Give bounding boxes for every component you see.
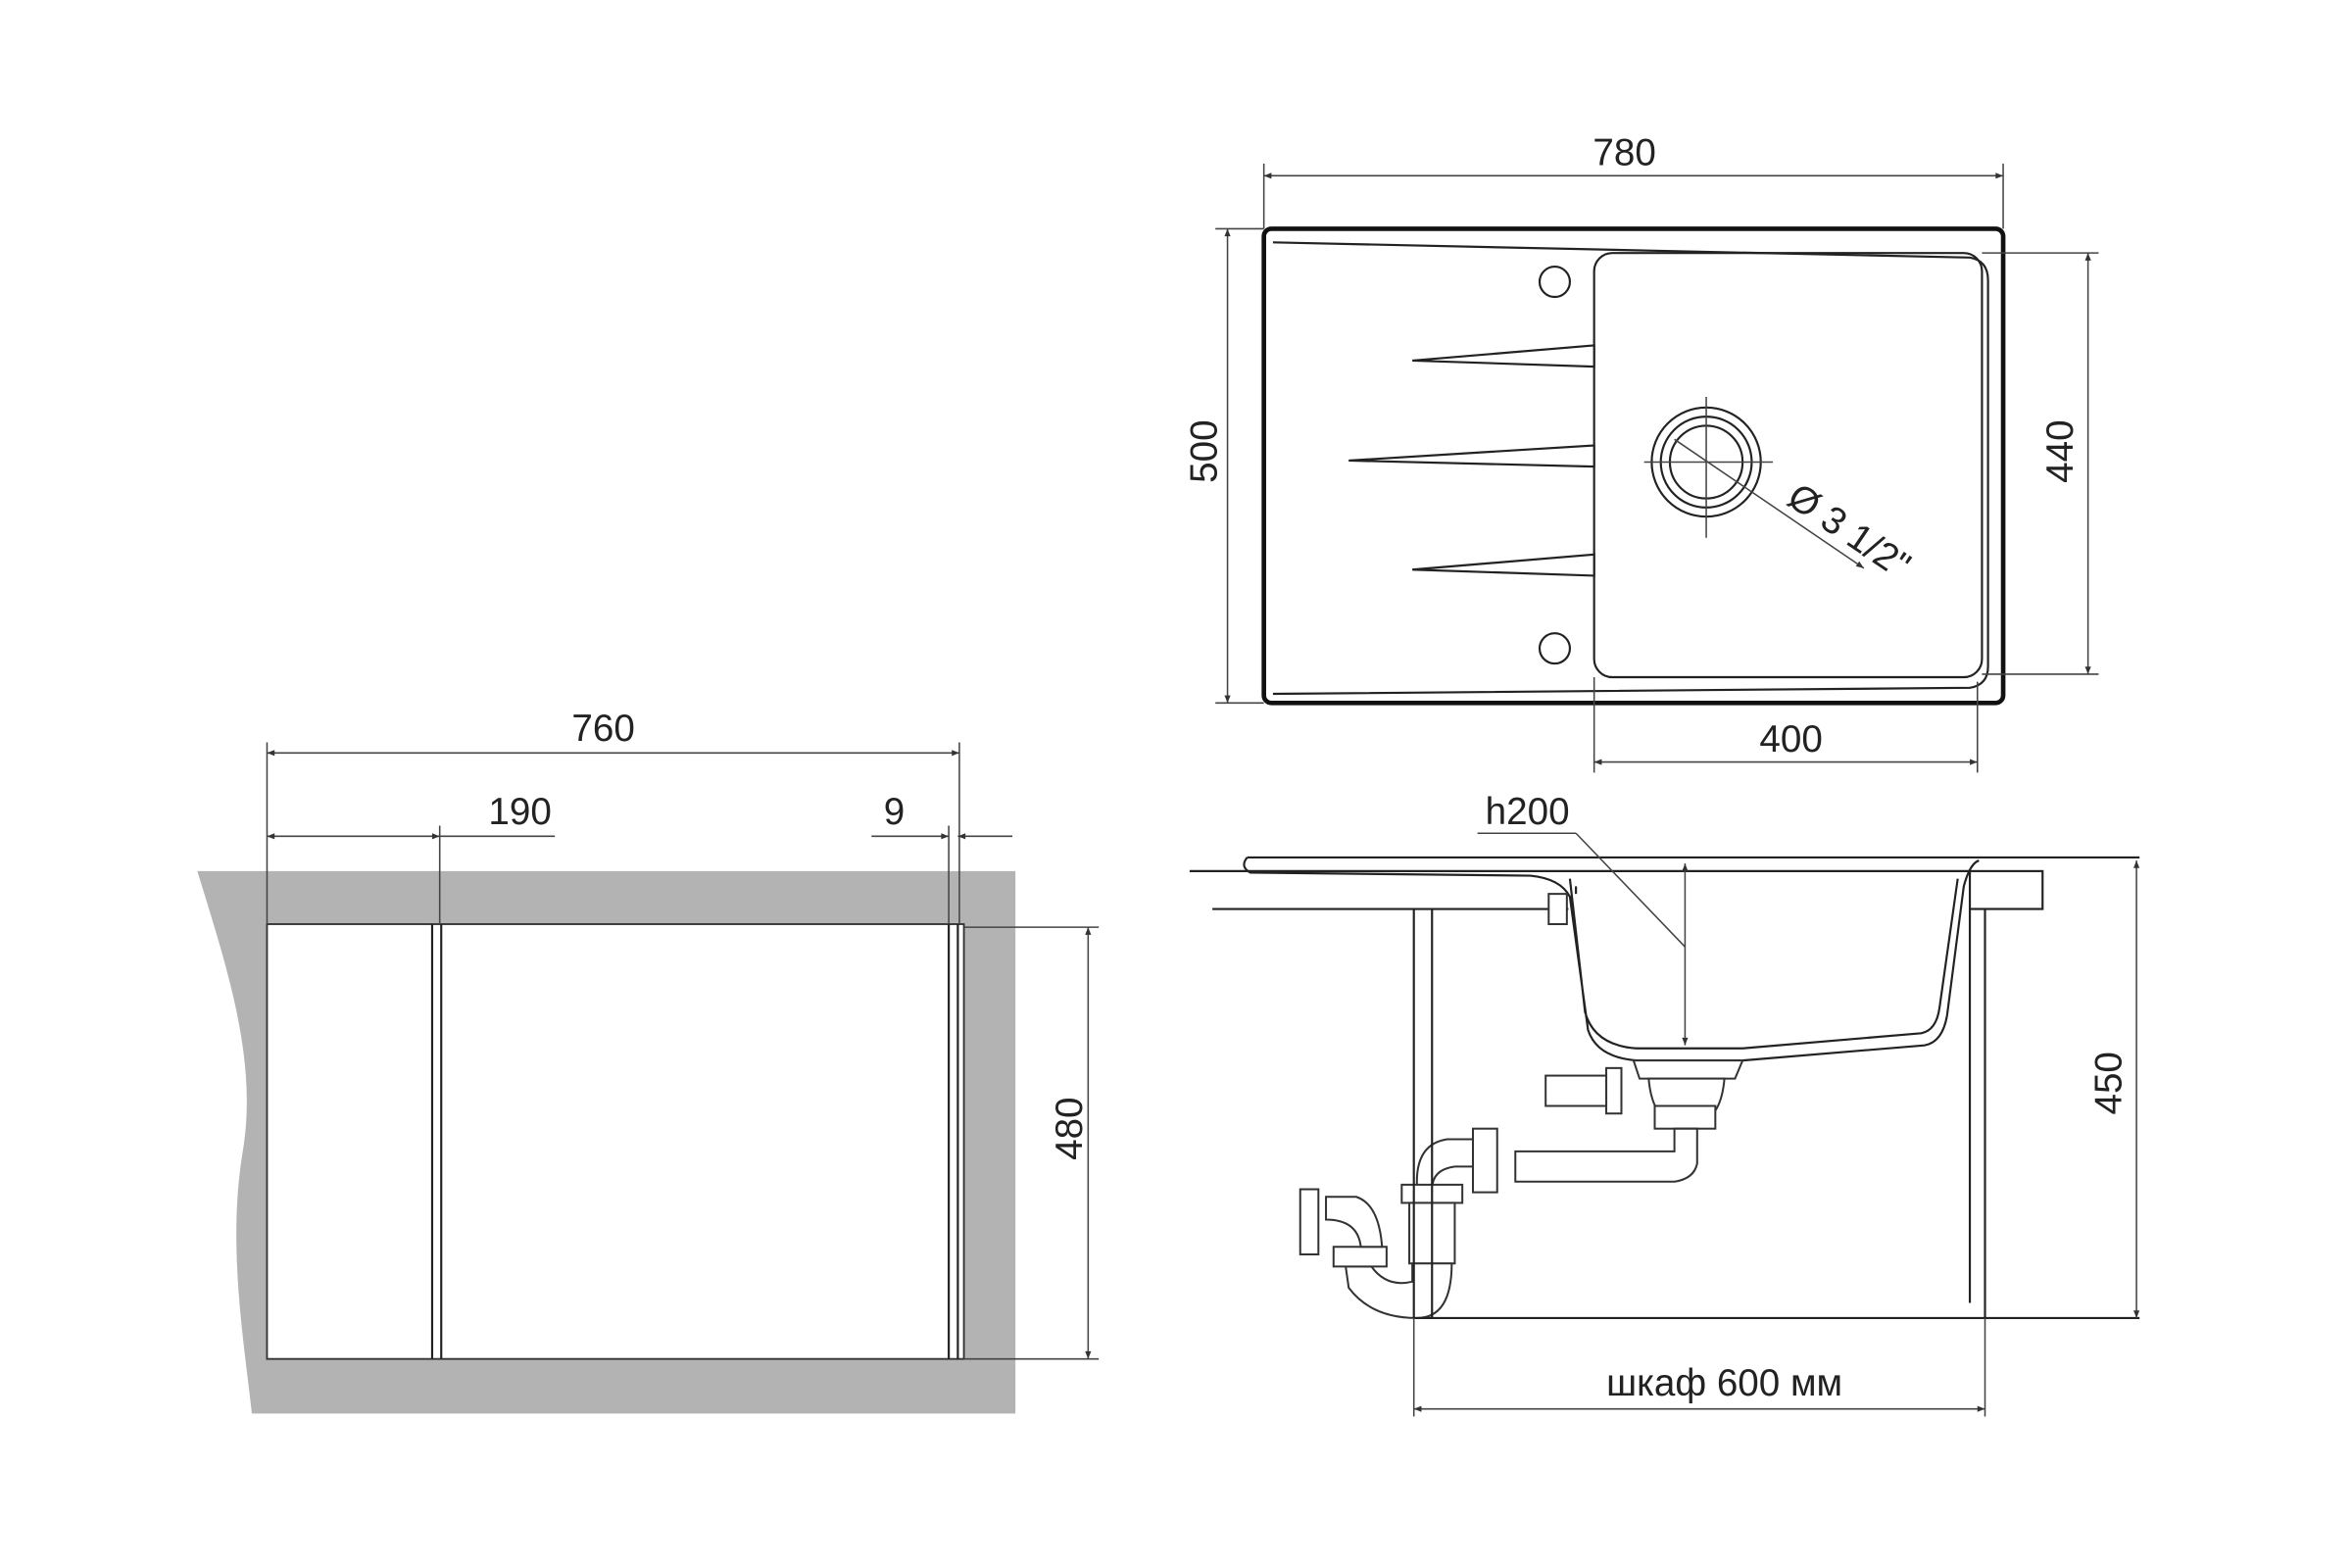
- dim-440-label: 440: [2039, 419, 2082, 482]
- drain-diameter-label: Ø 3 1/2": [1780, 475, 1917, 587]
- tap-hole-bottom: [1538, 632, 1572, 665]
- cutout-view: 760 190 9 480: [197, 708, 1100, 1414]
- dim-500-label: 500: [1184, 419, 1226, 482]
- dim-450-label: 450: [2088, 1052, 2131, 1114]
- dim-h200-label: h200: [1486, 791, 1570, 833]
- sink-profile: [1243, 856, 2140, 1062]
- tap-hole-top: [1538, 265, 1572, 299]
- drainboard-ribs: [1348, 344, 1595, 577]
- dim-760-label: 760: [571, 708, 634, 750]
- side-view: h200 450 шкаф 600 мм: [1189, 791, 2140, 1417]
- dim-780-label: 780: [1592, 132, 1655, 174]
- dim-480-label: 480: [1049, 1097, 1091, 1159]
- drain-icon: [1643, 397, 1865, 569]
- cutout-opening: [266, 923, 965, 1360]
- dim-400-label: 400: [1759, 718, 1822, 760]
- dim-190-label: 190: [488, 791, 551, 833]
- plan-view: Ø 3 1/2" 780 500 440 400: [1184, 132, 2099, 773]
- sink-outline: [1261, 226, 2006, 706]
- dim-cabinet-600-label: шкаф 600 мм: [1606, 1362, 1842, 1404]
- siphon-icon: [1298, 1059, 1744, 1319]
- dim-9-label: 9: [884, 791, 905, 833]
